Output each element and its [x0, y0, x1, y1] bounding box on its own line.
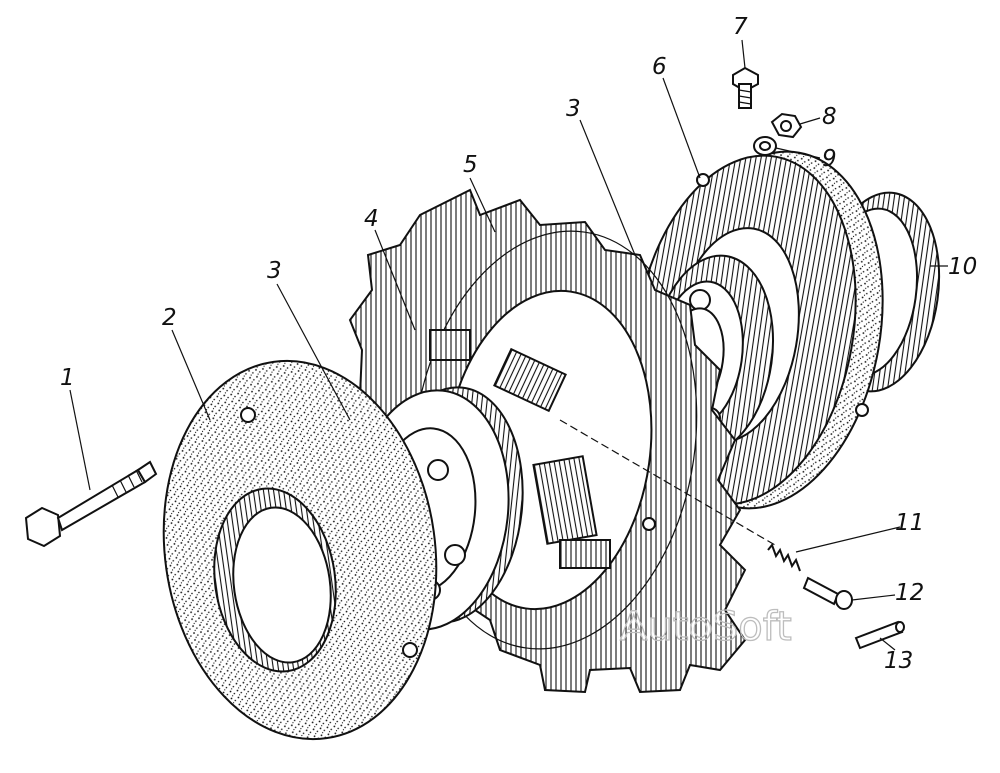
label-part-10: 10 — [948, 254, 977, 280]
washer-part-9 — [753, 136, 777, 156]
leader-lines — [69, 39, 948, 651]
dowel-part-13 — [854, 620, 905, 650]
bolt-part-1 — [24, 460, 158, 548]
label-part-1: 1 — [60, 365, 75, 391]
hub-cover-part-2 — [162, 359, 438, 741]
label-part-9: 9 — [822, 146, 837, 172]
label-part-3-front: 3 — [267, 258, 282, 284]
label-part-7: 7 — [733, 14, 748, 40]
label-part-11: 11 — [895, 510, 924, 536]
label-part-3-rear: 3 — [566, 96, 581, 122]
label-part-5: 5 — [463, 152, 478, 178]
assembly-axis-line — [559, 419, 776, 546]
watermark: AutoSoft — [620, 604, 792, 650]
nut-part-8 — [770, 112, 803, 139]
label-part-8: 8 — [822, 104, 837, 130]
small-bolt-part-7 — [732, 66, 759, 109]
pin-part-12 — [802, 576, 853, 610]
label-part-6: 6 — [652, 54, 667, 80]
label-part-4: 4 — [364, 206, 379, 232]
spring-part-11 — [767, 542, 801, 572]
label-part-12: 12 — [895, 580, 924, 606]
label-part-2: 2 — [162, 305, 177, 331]
label-part-13: 13 — [884, 648, 913, 674]
